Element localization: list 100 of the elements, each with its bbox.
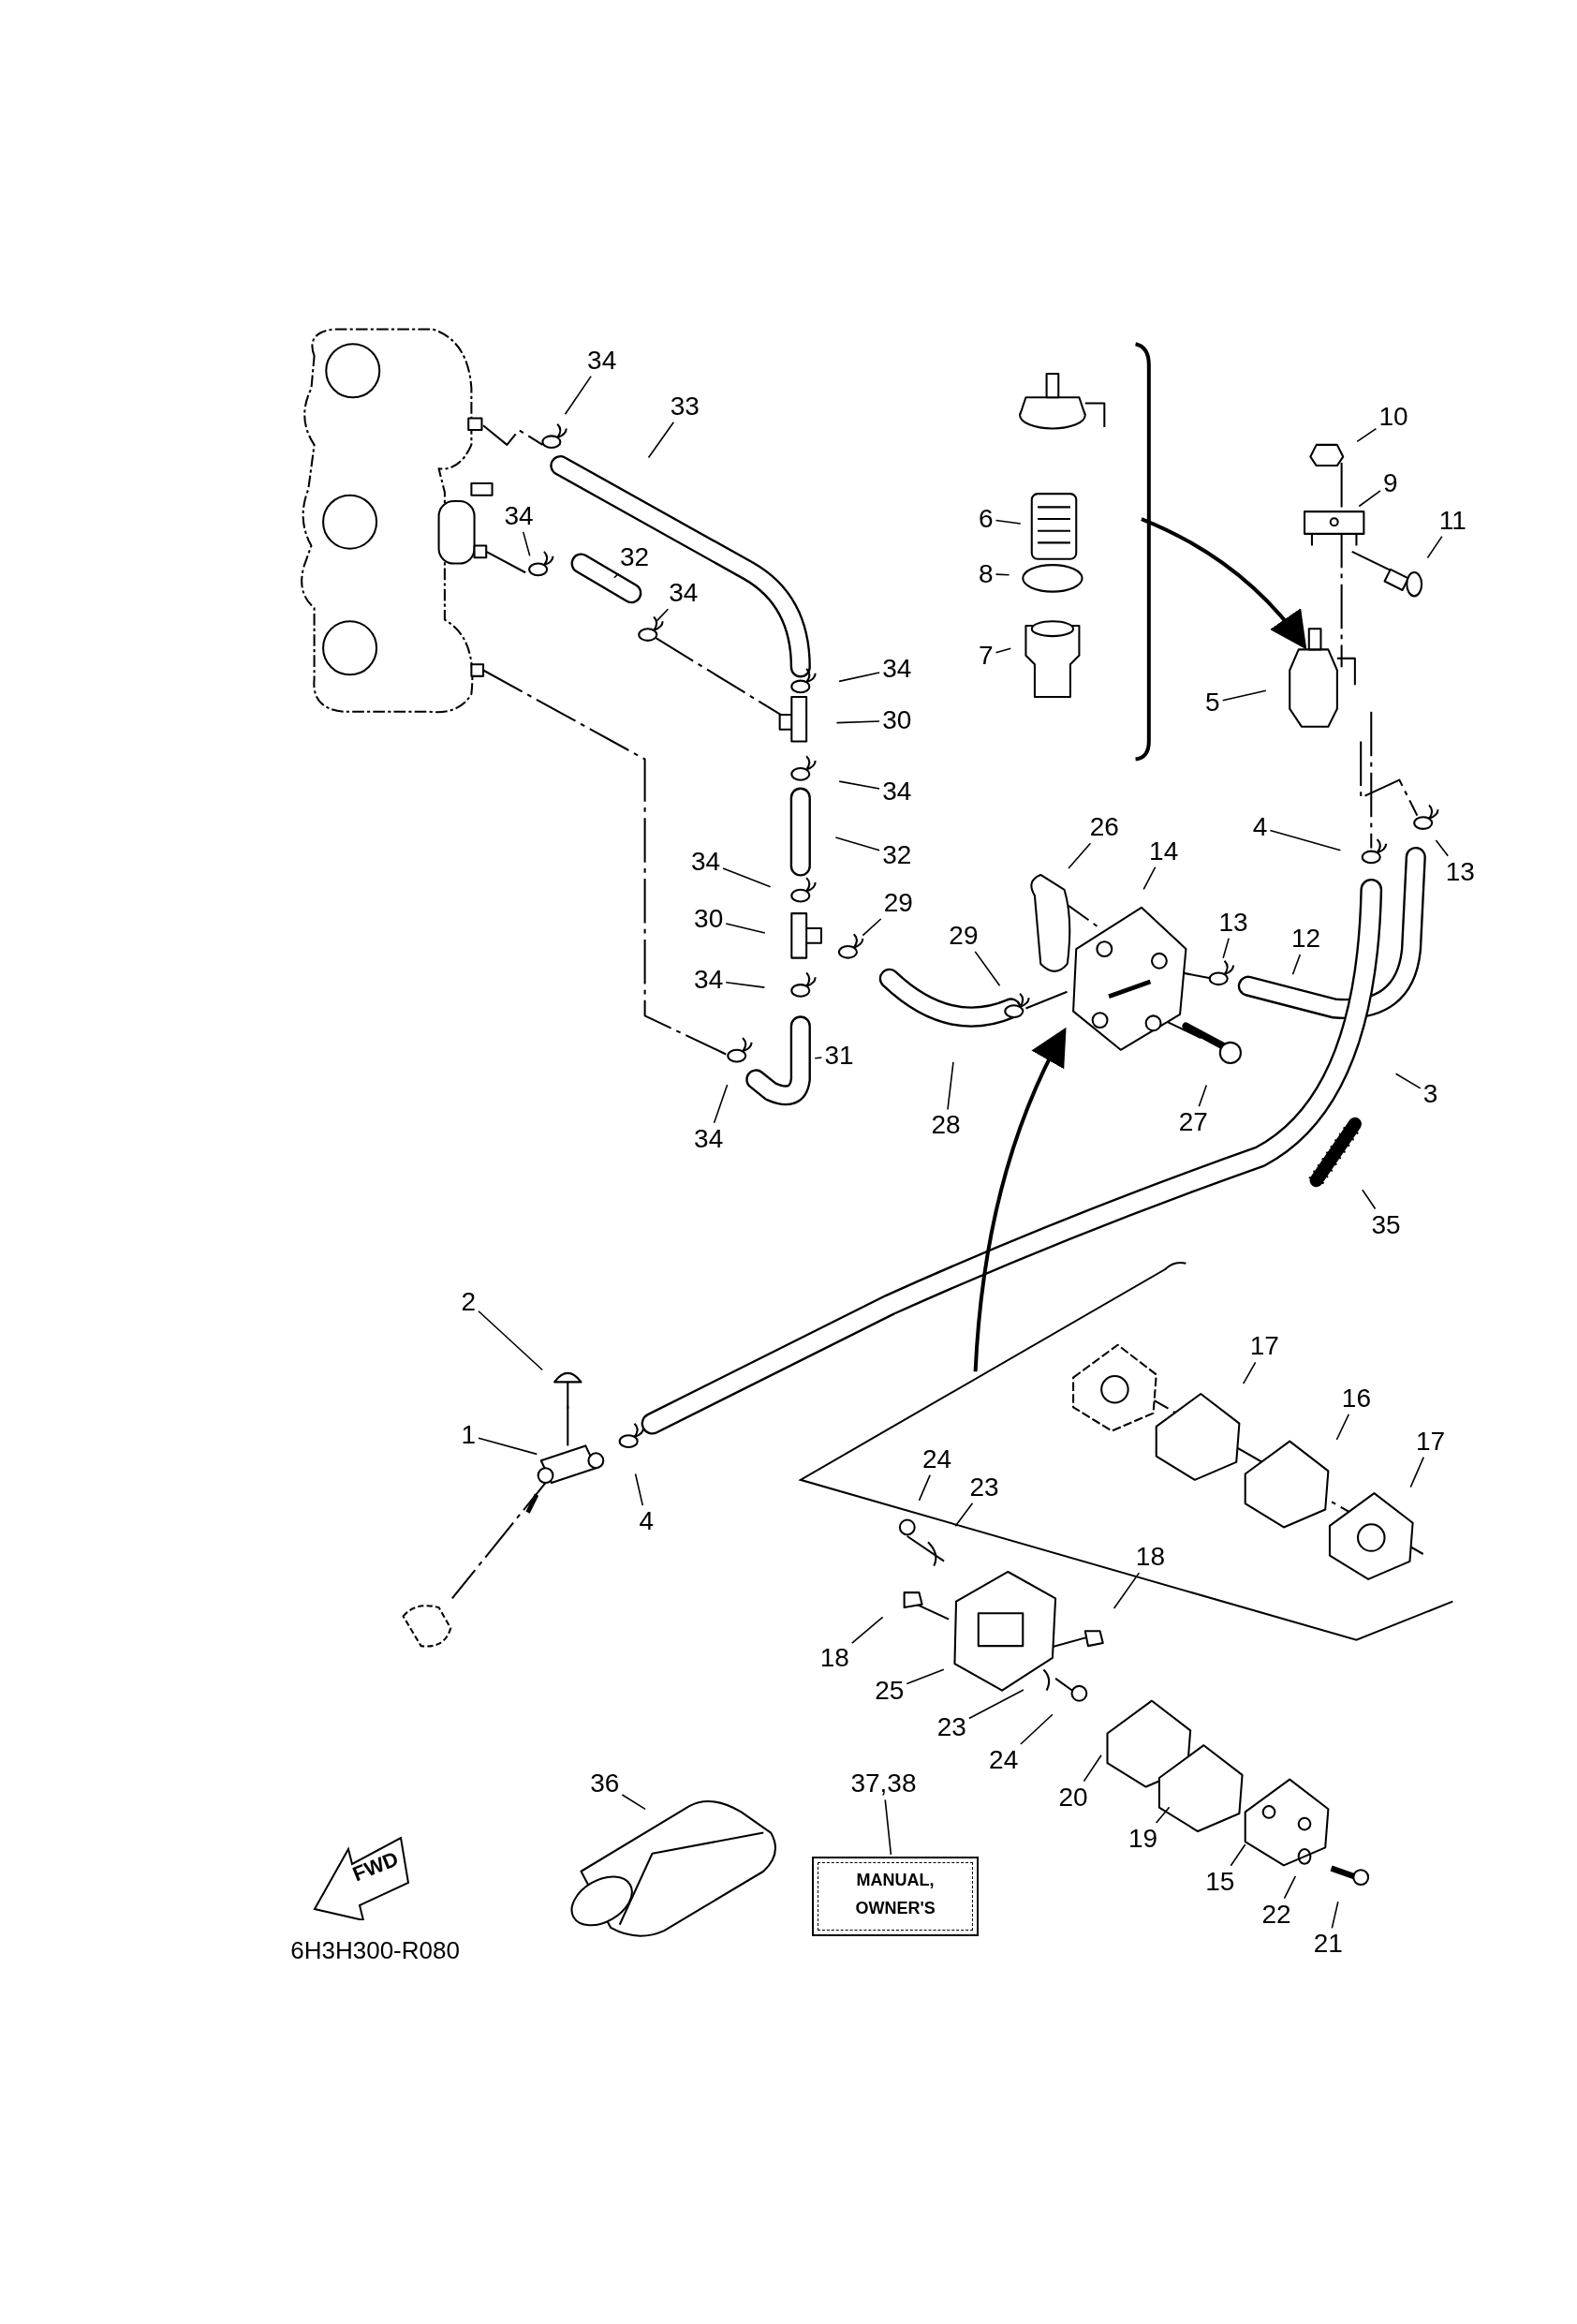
callout-number: 6: [977, 505, 995, 534]
callout-number: 16: [1340, 1384, 1372, 1413]
leader-line: [522, 531, 531, 557]
callout-number: 13: [1217, 908, 1249, 937]
leader-line: [851, 1616, 884, 1644]
callout-number: 4: [638, 1507, 655, 1536]
leader-line: [1020, 1713, 1054, 1745]
leader-line: [906, 1668, 945, 1685]
leader-line: [1356, 427, 1378, 443]
leader-line: [647, 421, 675, 459]
leader-line: [1155, 1806, 1171, 1824]
callout-number: 33: [669, 392, 700, 421]
leader-line: [478, 1310, 544, 1371]
callout-number: 35: [1370, 1210, 1402, 1239]
leader-line: [613, 572, 620, 579]
callout-number: 11: [1437, 506, 1467, 535]
leader-line: [1198, 1084, 1208, 1108]
leader-line: [713, 1084, 729, 1124]
callout-number: 24: [921, 1444, 953, 1473]
leader-line: [1291, 954, 1302, 975]
leader-line: [1113, 1572, 1141, 1609]
callout-number: 23: [968, 1473, 1000, 1502]
leader-line: [725, 981, 766, 988]
leader-line: [1142, 866, 1157, 891]
callout-number: 30: [693, 905, 725, 934]
callout-number: 26: [1088, 813, 1120, 842]
leader-line: [947, 1061, 954, 1111]
leader-line: [995, 519, 1022, 525]
leader-line: [995, 573, 1010, 576]
callout-number: 23: [936, 1713, 967, 1742]
callout-number: 34: [503, 501, 535, 530]
callout-number: 34: [689, 847, 722, 876]
callout-number: 20: [1057, 1783, 1089, 1812]
leader-line: [1230, 1843, 1246, 1867]
leader-line: [835, 720, 880, 724]
part-code: 6H3H300-R080: [290, 1936, 460, 1966]
leader-line: [814, 1057, 823, 1059]
callout-number: 7: [977, 641, 995, 670]
leader-line: [722, 867, 772, 888]
callout-number: 32: [881, 841, 913, 870]
callout-number: 14: [1148, 836, 1180, 866]
leader-line: [918, 1473, 931, 1502]
callout-number: 4: [1251, 813, 1269, 842]
callout-number: 18: [1134, 1543, 1166, 1572]
leader-line: [974, 951, 1001, 986]
leader-line: [1083, 1754, 1102, 1783]
leader-line: [954, 1502, 974, 1528]
callout-number: 17: [1248, 1332, 1280, 1361]
leader-line: [1068, 842, 1092, 869]
callout-number: 34: [668, 579, 700, 608]
callout-number: 13: [1444, 857, 1476, 886]
callout-number: 19: [1127, 1824, 1159, 1853]
callout-number: 21: [1312, 1930, 1344, 1959]
leader-line: [725, 923, 766, 934]
callout-number: 34: [881, 777, 913, 807]
callout-number: 3: [1422, 1080, 1439, 1109]
callout-number: 28: [930, 1111, 962, 1140]
callout-number: 34: [693, 966, 725, 995]
leader-line: [995, 647, 1012, 654]
leader-line: [838, 780, 880, 790]
leader-line: [634, 1473, 644, 1506]
leader-line: [1394, 1073, 1422, 1089]
leader-line: [968, 1689, 1024, 1720]
leader-line: [1358, 490, 1381, 508]
callout-number: 24: [988, 1746, 1020, 1774]
leader-line: [862, 918, 882, 937]
callout-number: 12: [1290, 925, 1322, 954]
callout-number: 2: [460, 1287, 477, 1316]
leader-line: [834, 836, 880, 851]
leader-line: [838, 672, 880, 683]
callout-number: 8: [977, 559, 995, 588]
leader-line: [564, 375, 592, 416]
leader-line: [1426, 535, 1443, 559]
leader-line: [1242, 1361, 1257, 1385]
callout-number: 25: [874, 1676, 906, 1705]
callout-number: 15: [1204, 1867, 1236, 1896]
leader-line: [621, 1794, 646, 1811]
leader-line: [1335, 1413, 1350, 1441]
leader-line: [1222, 937, 1230, 959]
callout-number: 36: [589, 1769, 621, 1799]
callout-number: 17: [1415, 1427, 1447, 1456]
leader-line: [1269, 829, 1342, 851]
callout-number: 9: [1382, 469, 1399, 498]
callout-number: 32: [618, 543, 651, 572]
leader-line: [1435, 839, 1449, 857]
callout-number: 22: [1260, 1900, 1292, 1929]
leader-line: [1221, 689, 1267, 702]
leader-line: [1409, 1456, 1424, 1488]
callout-number: 31: [823, 1042, 855, 1071]
callout-number: 34: [881, 654, 913, 683]
leader-line: [1283, 1875, 1297, 1900]
leader-line: [884, 1799, 892, 1856]
callout-number: 1: [460, 1421, 477, 1450]
callout-number: 29: [948, 921, 980, 950]
callout-number: 37,38: [849, 1769, 918, 1799]
callout-number: 30: [881, 706, 913, 735]
manual-label: MANUAL, OWNER'S: [812, 1856, 979, 1937]
callout-number: 27: [1177, 1108, 1209, 1137]
callout-number: 34: [693, 1124, 725, 1153]
leader-line: [656, 608, 670, 622]
